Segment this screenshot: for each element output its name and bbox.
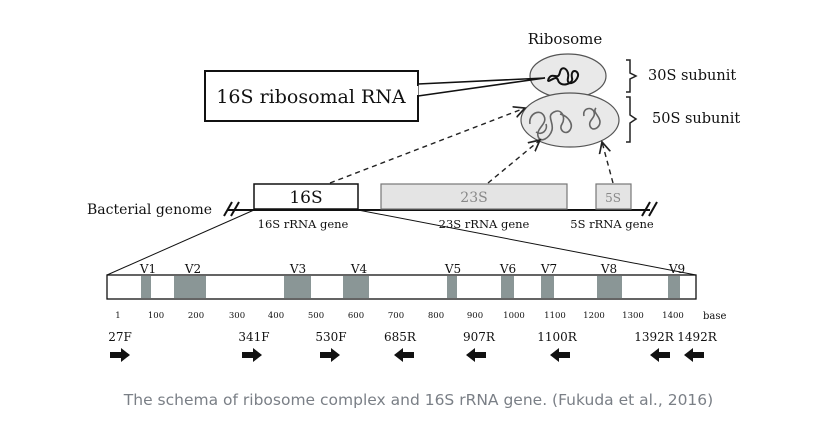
scale-tick-label: 600	[348, 311, 364, 321]
scale-tick-label: 1200	[583, 311, 605, 321]
primer-arrow-forward	[110, 348, 130, 362]
scale-tick-label: 400	[268, 311, 284, 321]
variable-region-label: V8	[600, 262, 617, 276]
primer-arrow-reverse	[550, 348, 570, 362]
primer-arrow-reverse	[394, 348, 414, 362]
scale-tick-label: 1	[115, 311, 120, 321]
subunit-30s-label: 30S subunit	[648, 68, 736, 84]
primer-arrow-reverse	[650, 348, 670, 362]
rrna-callout-pointer	[417, 77, 546, 97]
gene-23s-box-label: 23S	[460, 190, 487, 206]
gene-16s-box-label: 16S	[289, 188, 322, 208]
scale-tick-label: 900	[467, 311, 483, 321]
scale-tick-label: 1400	[662, 311, 684, 321]
primer-arrow-reverse	[466, 348, 486, 362]
primer-label-1100r: 1100R	[537, 330, 578, 344]
variable-region-v2	[174, 276, 206, 298]
arrow-23s-to-ribosome	[487, 140, 540, 184]
scale-tick-label: 200	[188, 311, 204, 321]
figure-caption: The schema of ribosome complex and 16S r…	[123, 391, 714, 409]
variable-region-v7	[541, 276, 554, 298]
gene-5s-box	[595, 183, 632, 210]
zoom-line-left	[106, 209, 255, 276]
gene-16s-caption: 16S rRNA gene	[258, 217, 349, 231]
variable-region-v6	[501, 276, 514, 298]
genome-break-right-1	[641, 201, 651, 217]
gene-5s-box-label: 5S	[605, 191, 621, 205]
arrow-16s-to-ribosome	[329, 108, 525, 184]
brace-30s	[626, 59, 638, 93]
variable-region-v8	[597, 276, 622, 298]
brace-50s	[626, 96, 638, 143]
genome-label: Bacterial genome	[87, 202, 212, 218]
primer-arrow-reverse	[684, 348, 704, 362]
scale-tick-label: 300	[229, 311, 245, 321]
scale-tick-label: 1100	[544, 311, 566, 321]
variable-region-label: V9	[668, 262, 685, 276]
gene-23s-box	[380, 183, 568, 210]
gene-5s-caption: 5S rRNA gene	[570, 217, 654, 231]
genome-break-right-2	[648, 201, 658, 217]
zoom-line-right	[357, 209, 697, 276]
scale-unit: base	[703, 311, 726, 322]
primer-label-1392r: 1392R	[634, 330, 675, 344]
scale-tick-label: 1300	[622, 311, 644, 321]
genome-break-left-1	[223, 201, 233, 217]
variable-region-v5	[447, 276, 457, 298]
variable-region-label: V3	[289, 262, 306, 276]
scale-tick-label: 1000	[503, 311, 525, 321]
primer-label-1492r: 1492R	[677, 330, 718, 344]
scale-tick-label: 500	[308, 311, 324, 321]
variable-region-label: V7	[540, 262, 557, 276]
scale-tick-label: 700	[388, 311, 404, 321]
arrow-5s-to-ribosome	[602, 142, 614, 184]
variable-region-label: V1	[139, 262, 156, 276]
ribosome-title: Ribosome	[528, 30, 603, 48]
subunit-50s-label: 50S subunit	[652, 111, 740, 127]
primer-arrow-forward	[320, 348, 340, 362]
genome-break-left-2	[230, 201, 240, 217]
variable-region-v1	[141, 276, 151, 298]
primer-label-27f: 27F	[108, 330, 132, 344]
primer-label-530f: 530F	[315, 330, 346, 344]
variable-region-v3	[284, 276, 311, 298]
gene-23s-caption: 23S rRNA gene	[439, 217, 530, 231]
variable-region-v9	[668, 276, 680, 298]
variable-region-label: V6	[499, 262, 516, 276]
scale-tick-label: 100	[148, 311, 164, 321]
variable-region-label: V2	[184, 262, 201, 276]
variable-regions: V1 V2 V3 V4 V5 V6 V7 V8 V9	[139, 262, 685, 298]
rna-squiggle-50s	[529, 107, 601, 141]
primer-label-341f: 341F	[238, 330, 269, 344]
rna-squiggle-30s	[547, 67, 580, 86]
variable-region-label: V5	[444, 262, 461, 276]
variable-region-v4	[343, 276, 369, 298]
scale-tick-label: 800	[428, 311, 444, 321]
gene-16s-box	[253, 183, 359, 210]
variable-region-label: V4	[350, 262, 368, 276]
primer-label-685r: 685R	[384, 330, 417, 344]
rrna-callout-label: 16S ribosomal RNA	[216, 86, 406, 108]
primer-arrow-forward	[242, 348, 262, 362]
primer-label-907r: 907R	[463, 330, 496, 344]
